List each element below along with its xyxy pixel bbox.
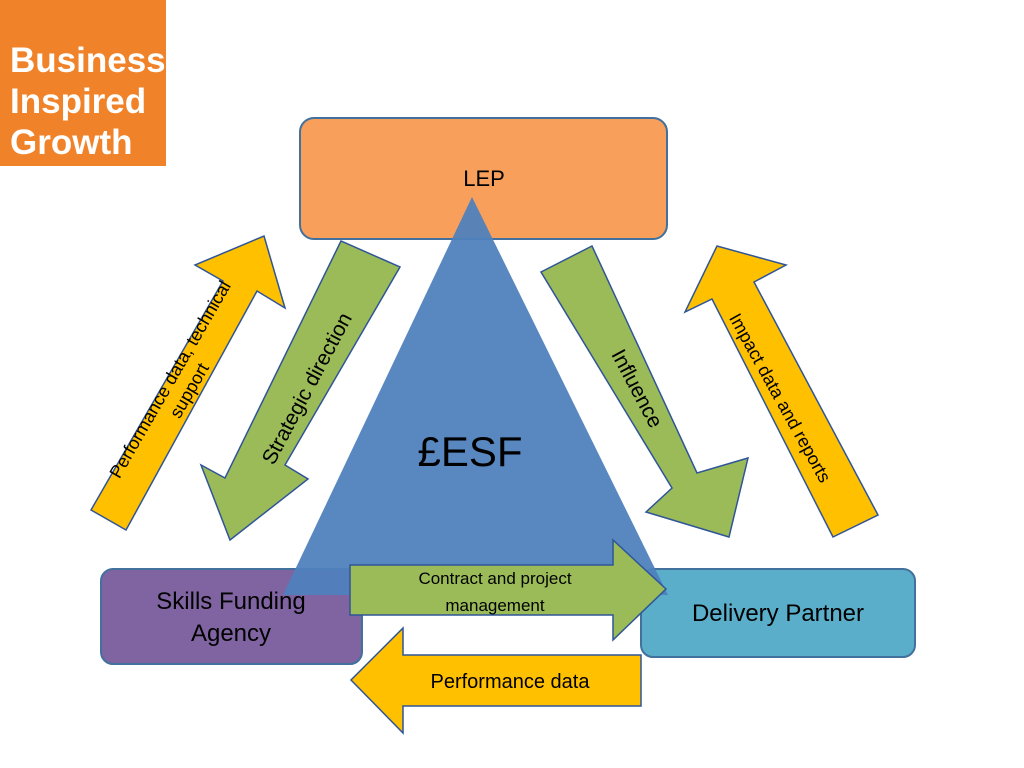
contract-project-management-arrow bbox=[349, 538, 668, 642]
logo-line-2: Inspired bbox=[10, 82, 146, 121]
performance-data-label: Performance data bbox=[431, 671, 591, 693]
contract-project-management-label-line-2: management bbox=[445, 596, 545, 615]
logo-line-3: Growth bbox=[10, 123, 132, 162]
influence-arrow bbox=[539, 244, 750, 538]
contract-project-management-label-line-1: Contract and project bbox=[418, 569, 571, 588]
skills-funding-agency-label-line-1: Skills Funding bbox=[156, 588, 305, 615]
lep-label: LEP bbox=[463, 166, 505, 191]
delivery-partner-label: Delivery Partner bbox=[692, 600, 864, 627]
impact-data-reports-arrow bbox=[683, 245, 880, 538]
esf-label: £ESF bbox=[417, 428, 522, 475]
logo-background bbox=[0, 0, 166, 166]
skills-funding-agency-label-line-2: Agency bbox=[191, 620, 271, 647]
strategic-direction-arrow bbox=[199, 240, 402, 542]
esf-triangle bbox=[283, 197, 668, 595]
logo-line-1: Business bbox=[10, 41, 166, 80]
performance-technical-support-arrow bbox=[89, 234, 287, 532]
business-inspired-growth-logo: Business Inspired Growth bbox=[0, 0, 166, 166]
performance-data-arrow bbox=[349, 626, 642, 735]
performance-technical-support-label-line-1: Performance data, technical bbox=[106, 277, 235, 481]
